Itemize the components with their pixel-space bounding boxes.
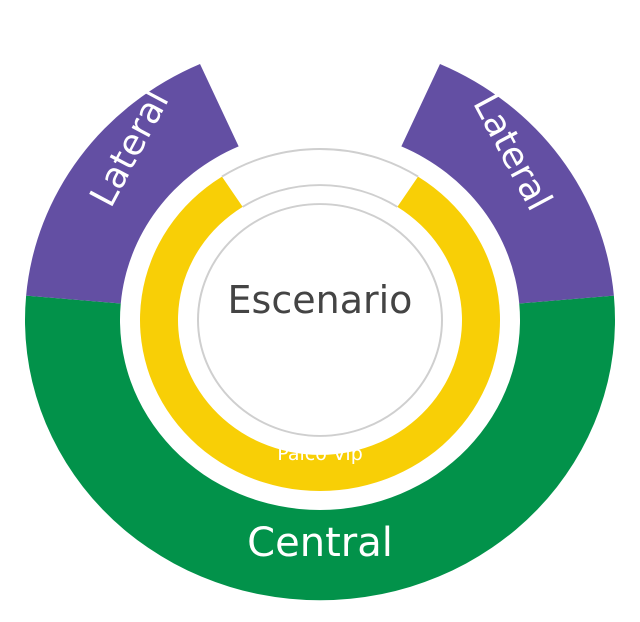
section-lateral-left[interactable] (26, 63, 239, 304)
stage-circle (197, 203, 443, 437)
stage-label: Escenario (227, 278, 413, 322)
stage-inner-arc (242, 184, 398, 208)
section-central[interactable] (25, 295, 615, 601)
section-label-palco-vip: Palco Vip (277, 443, 363, 465)
section-lateral-right[interactable] (401, 63, 614, 304)
stage-outer-arc (221, 148, 419, 178)
section-label-central: Central (247, 520, 393, 566)
